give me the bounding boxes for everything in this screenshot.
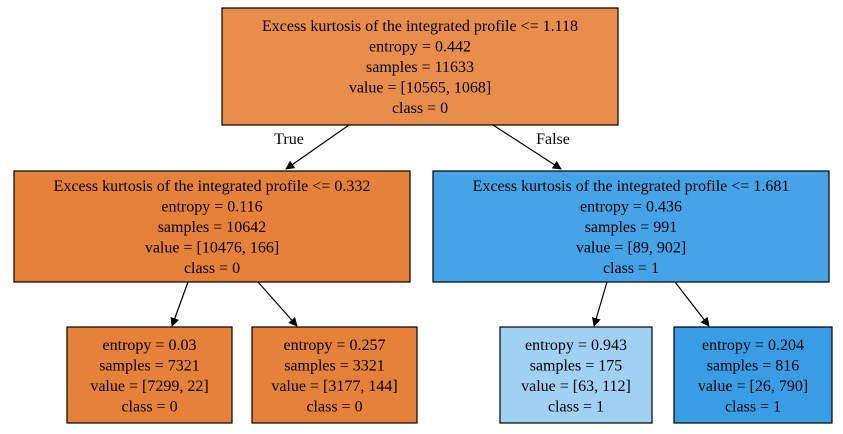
tree-node-root: Excess kurtosis of the integrated profil…	[221, 7, 619, 126]
node-line-rr-3: class = 1	[725, 398, 781, 415]
node-line-root-2: samples = 11633	[366, 59, 474, 76]
node-box-left	[13, 170, 411, 283]
node-line-rl-1: samples = 175	[530, 357, 623, 374]
edges-layer: True False	[170, 124, 710, 327]
node-line-right-2: samples = 991	[585, 219, 678, 236]
node-line-ll-1: samples = 7321	[99, 357, 200, 374]
edge-label-false: False	[536, 131, 570, 148]
node-line-lr-2: value = [3177, 144]	[271, 378, 397, 395]
node-line-root-3: value = [10565, 1068]	[349, 80, 491, 97]
tree-node-rl: entropy = 0.943 samples = 175 value = [63,…	[499, 326, 653, 424]
node-line-right-0: Excess kurtosis of the integrated profil…	[473, 178, 790, 195]
node-line-right-4: class = 1	[603, 260, 659, 277]
tree-node-left: Excess kurtosis of the integrated profil…	[13, 170, 411, 283]
edge-right-to-rr	[674, 281, 710, 327]
node-line-rr-0: entropy = 0.204	[702, 337, 804, 354]
tree-node-right: Excess kurtosis of the integrated profil…	[432, 170, 830, 283]
edge-label-true: True	[274, 131, 304, 148]
node-line-ll-2: value = [7299, 22]	[90, 378, 208, 395]
nodes-layer: Excess kurtosis of the integrated profil…	[13, 7, 833, 424]
node-line-root-0: Excess kurtosis of the integrated profil…	[262, 18, 578, 35]
edge-left-to-ll	[170, 281, 189, 327]
tree-node-ll: entropy = 0.03 samples = 7321 value = [729…	[66, 326, 233, 424]
edge-root-to-right	[492, 124, 562, 170]
node-line-ll-3: class = 0	[121, 398, 177, 415]
node-box-rl	[499, 326, 653, 424]
node-line-root-1: entropy = 0.442	[369, 39, 471, 56]
node-line-ll-0: entropy = 0.03	[103, 337, 197, 354]
node-line-left-3: value = [10476, 166]	[145, 240, 279, 257]
node-line-rl-2: value = [63, 112]	[521, 378, 631, 395]
tree-node-lr: entropy = 0.257 samples = 3321 value = [31…	[251, 326, 418, 424]
node-box-right	[432, 170, 830, 283]
node-box-ll	[66, 326, 233, 424]
node-line-left-2: samples = 10642	[158, 219, 267, 236]
node-line-lr-3: class = 0	[306, 398, 362, 415]
node-line-lr-1: samples = 3321	[284, 357, 385, 374]
node-line-rr-1: samples = 816	[707, 357, 800, 374]
node-line-left-0: Excess kurtosis of the integrated profil…	[54, 178, 371, 195]
node-box-root	[221, 7, 619, 126]
node-line-rl-3: class = 1	[548, 398, 604, 415]
node-box-rr	[673, 326, 833, 424]
node-line-root-4: class = 0	[392, 100, 448, 117]
node-line-rr-2: value = [26, 790]	[698, 378, 808, 395]
node-line-left-1: entropy = 0.116	[161, 199, 262, 216]
edge-right-to-rl	[591, 281, 608, 327]
edge-left-to-lr	[257, 281, 298, 327]
node-box-lr	[251, 326, 418, 424]
node-line-right-3: value = [89, 902]	[576, 240, 686, 257]
tree-node-rr: entropy = 0.204 samples = 816 value = [26,…	[673, 326, 833, 424]
edge-root-to-left	[285, 124, 350, 170]
node-line-left-4: class = 0	[184, 260, 240, 277]
node-line-rl-0: entropy = 0.943	[525, 337, 627, 354]
node-line-lr-0: entropy = 0.257	[284, 337, 386, 354]
node-line-right-1: entropy = 0.436	[580, 199, 682, 216]
